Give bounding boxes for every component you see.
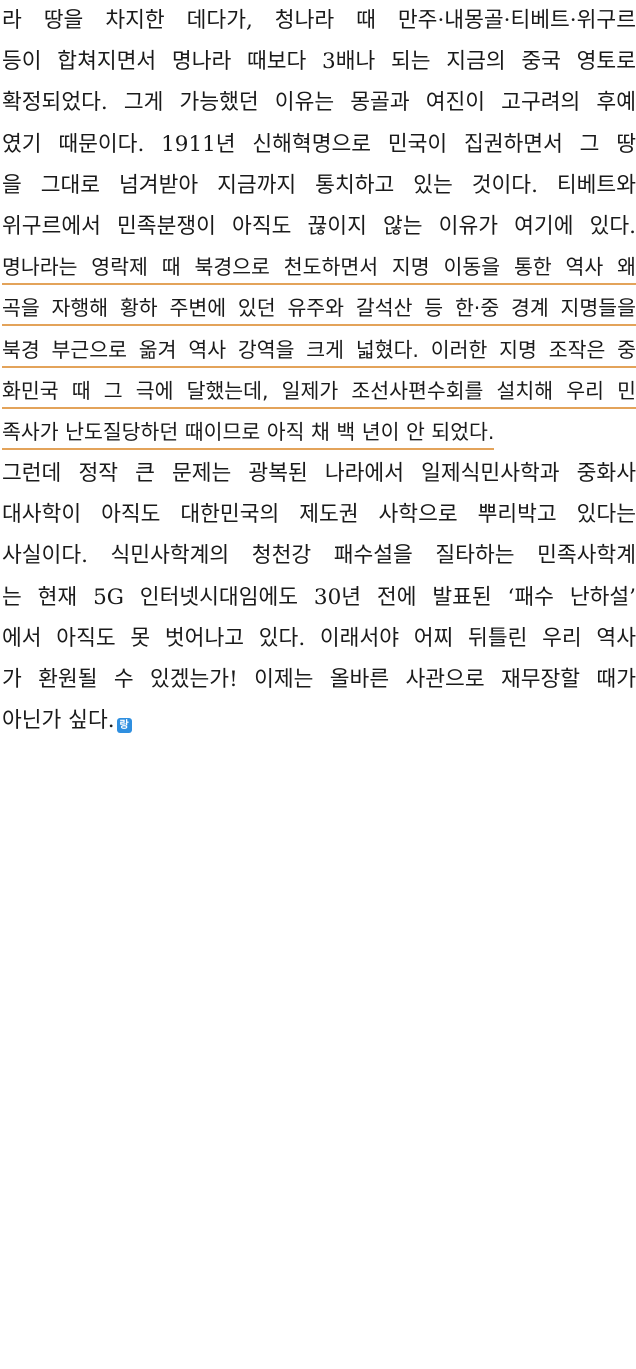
highlight-text: 북경 부근으로 옮겨 역사 강역을 크게 넓혔다. 이러한 지명 조작은 중 — [2, 335, 636, 368]
text-line: 그런데 정작 큰 문제는 광복된 나라에서 일제식민사학과 중화사 — [2, 461, 636, 487]
text-line: 에서 아직도 못 벗어나고 있다. 이래서야 어찌 뒤틀린 우리 역사 — [2, 625, 636, 651]
highlight-text: 곡을 자행해 황하 주변에 있던 유주와 갈석산 등 한·중 경계 지명들을 — [2, 293, 636, 327]
highlight-text: 족사가 난도질당하던 때이므로 아직 채 백 년이 안 되었다. — [2, 417, 495, 450]
text-line: 사실이다. 식민사학계의 청천강 패수설을 질타하는 민족사학계 — [2, 543, 636, 569]
article-body: 라 땅을 차지한 데다가, 청나라 때 만주·내몽골·티베트·위구르 등이 합쳐… — [2, 0, 636, 741]
highlighted-passage: 명나라는 영락제 때 북경으로 천도하면서 지명 이동을 통한 역사 왜 곡을 … — [2, 247, 636, 453]
highlight-line: 북경 부근으로 옮겨 역사 강역을 크게 넓혔다. 이러한 지명 조작은 중 — [2, 330, 636, 371]
highlight-line: 명나라는 영락제 때 북경으로 천도하면서 지명 이동을 통한 역사 왜 — [2, 247, 636, 288]
text-line: 대사학이 아직도 대한민국의 제도권 사학으로 뿌리박고 있다는 — [2, 502, 636, 528]
paragraph-2: 그런데 정작 큰 문제는 광복된 나라에서 일제식민사학과 중화사 대사학이 아… — [2, 453, 636, 741]
highlight-text: 명나라는 영락제 때 북경으로 천도하면서 지명 이동을 통한 역사 왜 — [2, 252, 636, 286]
highlight-line: 화민국 때 그 극에 달했는데, 일제가 조선사편수회를 설치해 우리 민 — [2, 371, 636, 412]
final-sentence: 아닌가 싶다. — [2, 708, 115, 734]
text-line: 확정되었다. 그게 가능했던 이유는 몽골과 여진이 고구려의 후예 — [2, 90, 636, 116]
text-line: 등이 합쳐지면서 명나라 때보다 3배나 되는 지금의 중국 영토로 — [2, 49, 636, 75]
text-line: 을 그대로 넘겨받아 지금까지 통치하고 있는 것이다. 티베트와 — [2, 172, 636, 198]
text-line: 가 환원될 수 있겠는가! 이제는 올바른 사관으로 재무장할 때가 — [2, 667, 636, 692]
highlight-line: 족사가 난도질당하던 때이므로 아직 채 백 년이 안 되었다. — [2, 412, 636, 453]
text-line: 위구르에서 민족분쟁이 아직도 끊이지 않는 이유가 여기에 있다. — [2, 213, 636, 239]
highlight-line: 곡을 자행해 황하 주변에 있던 유주와 갈석산 등 한·중 경계 지명들을 — [2, 288, 636, 329]
article-end-icon: 랑 — [116, 718, 132, 734]
text-line: 였기 때문이다. 1911년 신해혁명으로 민국이 집권하면서 그 땅 — [2, 131, 636, 157]
text-line: 는 현재 5G 인터넷시대임에도 30년 전에 발표된 ‘패수 난하설’ — [2, 584, 636, 610]
highlight-text: 화민국 때 그 극에 달했는데, 일제가 조선사편수회를 설치해 우리 민 — [2, 376, 636, 409]
paragraph-1: 라 땅을 차지한 데다가, 청나라 때 만주·내몽골·티베트·위구르 등이 합쳐… — [2, 0, 636, 247]
text-line-final: 아닌가 싶다.랑 — [2, 700, 636, 741]
text-line: 라 땅을 차지한 데다가, 청나라 때 만주·내몽골·티베트·위구르 — [2, 8, 636, 33]
